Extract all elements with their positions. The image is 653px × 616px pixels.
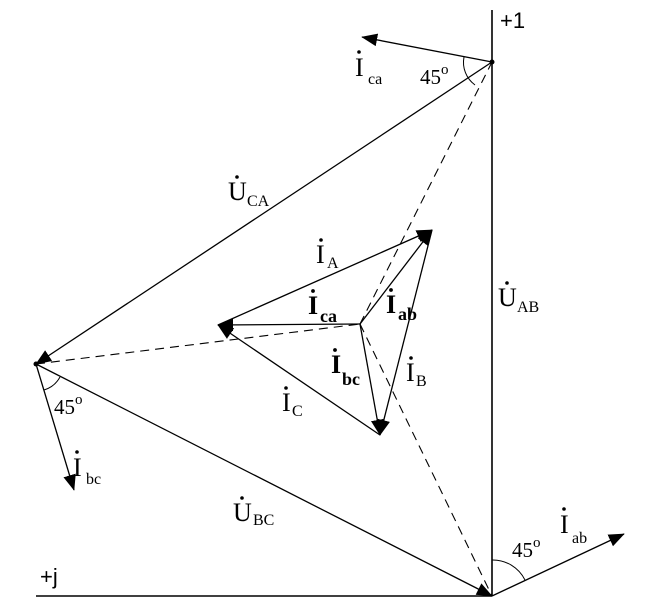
svg-text:U: U [498, 283, 517, 312]
i-ab-inner-label: I ab [386, 288, 417, 324]
i-bc-outer-label: I bc [73, 450, 101, 488]
angle-arc-top [463, 56, 476, 86]
u-ca-vector [35, 61, 493, 365]
svg-text:A: A [327, 255, 339, 272]
i-ca-outer-label: I ca [355, 50, 382, 88]
dashed-line-c [359, 61, 493, 325]
imag-axis-label: +j [40, 564, 58, 589]
i-b-vector [377, 229, 433, 436]
svg-text:BC: BC [253, 512, 274, 529]
u-ab-label: U AB [498, 281, 539, 316]
real-axis-label: +1 [500, 8, 525, 33]
svg-text:45o: 45o [512, 535, 541, 562]
angle-arc-left [43, 376, 61, 391]
svg-text:ca: ca [320, 306, 337, 326]
i-c-label: I C [282, 386, 303, 420]
i-a-vector [217, 229, 433, 326]
svg-text:45o: 45o [420, 62, 449, 89]
vertex-dot-c [33, 361, 39, 367]
svg-text:bc: bc [86, 471, 101, 488]
svg-text:I: I [73, 453, 82, 482]
dashed-line-b [359, 323, 493, 597]
svg-text:I: I [331, 350, 341, 379]
svg-text:I: I [355, 53, 364, 82]
svg-text:45o: 45o [54, 392, 83, 419]
svg-text:I: I [560, 510, 569, 539]
svg-text:I: I [406, 358, 415, 387]
u-bc-vector [35, 363, 493, 597]
angle-label-top: 45o [420, 62, 449, 89]
i-a-label: I A [316, 238, 339, 272]
i-ab-outer-label: I ab [560, 507, 587, 547]
svg-text:ab: ab [572, 530, 587, 547]
i-c-vector [217, 324, 381, 436]
u-ca-label: U CA [228, 175, 270, 210]
svg-text:ca: ca [368, 71, 382, 88]
i-ca-outer-vector [361, 33, 493, 63]
svg-text:CA: CA [247, 193, 270, 210]
angle-label-left: 45o [54, 392, 83, 419]
svg-text:B: B [416, 373, 427, 390]
dashed-line-a [35, 323, 361, 365]
angle-arc-bottom [491, 559, 526, 581]
svg-text:U: U [233, 498, 252, 527]
svg-text:C: C [292, 403, 303, 420]
i-bc-inner-vector [359, 323, 384, 436]
i-ca-inner-label: I ca [308, 289, 337, 326]
svg-text:U: U [228, 177, 247, 206]
i-ab-inner-vector [359, 229, 433, 325]
svg-text:bc: bc [342, 369, 360, 389]
vertex-dot-a [489, 59, 495, 65]
i-ab-outer-vector [491, 533, 625, 597]
u-bc-label: U BC [233, 496, 274, 529]
svg-text:ab: ab [398, 304, 417, 324]
svg-text:I: I [282, 388, 291, 417]
i-ca-inner-vector [217, 318, 361, 332]
angle-label-bottom: 45o [512, 535, 541, 562]
i-b-label: I B [406, 356, 427, 390]
svg-text:I: I [386, 290, 396, 319]
i-bc-inner-label: I bc [331, 348, 360, 389]
svg-text:I: I [308, 291, 318, 320]
svg-text:I: I [316, 240, 325, 269]
svg-text:AB: AB [517, 299, 539, 316]
i-bc-outer-vector [35, 363, 76, 491]
